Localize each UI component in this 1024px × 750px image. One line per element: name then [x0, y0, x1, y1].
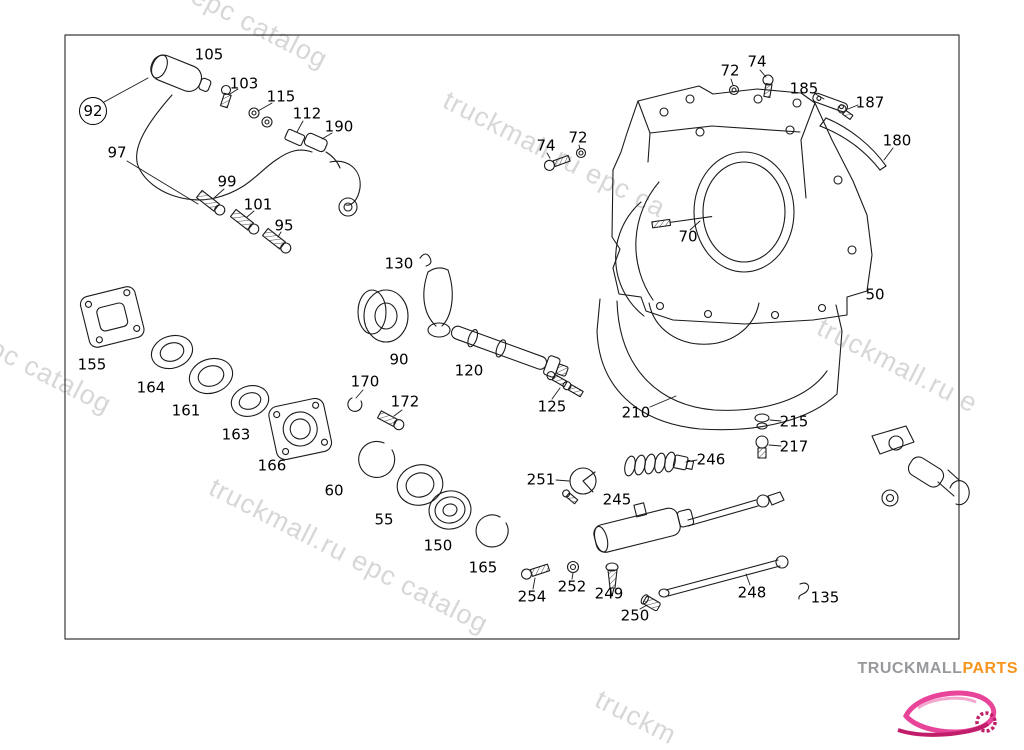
logo-text-parts: PARTS: [962, 660, 1018, 677]
part-label-130: 130: [384, 254, 414, 273]
lower-cover: [596, 298, 843, 431]
part-label-180: 180: [882, 131, 912, 150]
part-label-248: 248: [737, 583, 767, 602]
part-label-252: 252: [557, 577, 587, 596]
part-label-103: 103: [229, 74, 259, 93]
part-label-161: 161: [171, 401, 201, 420]
part-label-187: 187: [855, 93, 885, 112]
part-label-74: 74: [747, 52, 767, 71]
slave-cylinder-group: [520, 413, 810, 612]
leader-lines: [103, 69, 894, 610]
part-label-60: 60: [324, 481, 344, 500]
release-fork-shaft: [357, 253, 584, 398]
part-label-165: 165: [468, 558, 498, 577]
part-label-250: 250: [620, 606, 650, 625]
part-label-163: 163: [221, 425, 251, 444]
cable-assembly: [136, 54, 361, 254]
part-label-170: 170: [350, 372, 380, 391]
logo-text-truckmall: TRUCKMALL: [857, 660, 963, 677]
part-label-70: 70: [678, 227, 698, 246]
part-label-125: 125: [537, 397, 567, 416]
part-label-217: 217: [779, 437, 809, 456]
seal-bearing-set: [79, 286, 509, 548]
part-label-95: 95: [274, 216, 294, 235]
part-label-97: 97: [107, 143, 127, 162]
part-label-120: 120: [454, 361, 484, 380]
housing-fasteners: [543, 74, 887, 171]
bell-housing: [611, 85, 873, 325]
part-label-215: 215: [779, 412, 809, 431]
part-label-164: 164: [136, 378, 166, 397]
logo-swirl-graphic: [897, 690, 997, 737]
part-label-99: 99: [217, 172, 237, 191]
driveshaft-yoke: [871, 425, 970, 507]
part-label-135: 135: [810, 588, 840, 607]
part-label-92: 92: [79, 97, 107, 125]
part-label-254: 254: [517, 587, 547, 606]
part-label-74: 74: [536, 136, 556, 155]
part-label-185: 185: [789, 79, 819, 98]
part-label-112: 112: [292, 104, 322, 123]
part-label-101: 101: [243, 195, 273, 214]
part-label-210: 210: [621, 403, 651, 422]
part-label-251: 251: [526, 470, 556, 489]
part-label-55: 55: [374, 510, 394, 529]
part-label-50: 50: [865, 285, 885, 304]
part-label-190: 190: [324, 117, 354, 136]
part-label-246: 246: [696, 450, 726, 469]
part-label-150: 150: [423, 536, 453, 555]
part-label-155: 155: [77, 355, 107, 374]
part-label-245: 245: [602, 490, 632, 509]
part-label-115: 115: [266, 87, 296, 106]
part-label-105: 105: [194, 45, 224, 64]
part-label-72: 72: [720, 61, 740, 80]
diagram-border: [64, 34, 960, 640]
logo-text: TRUCKMALLPARTS: [848, 660, 1018, 678]
part-label-90: 90: [389, 350, 409, 369]
part-label-72: 72: [568, 128, 588, 147]
part-label-166: 166: [257, 456, 287, 475]
part-label-249: 249: [594, 584, 624, 603]
brand-logo: TRUCKMALLPARTS: [848, 660, 1018, 740]
part-label-172: 172: [390, 392, 420, 411]
